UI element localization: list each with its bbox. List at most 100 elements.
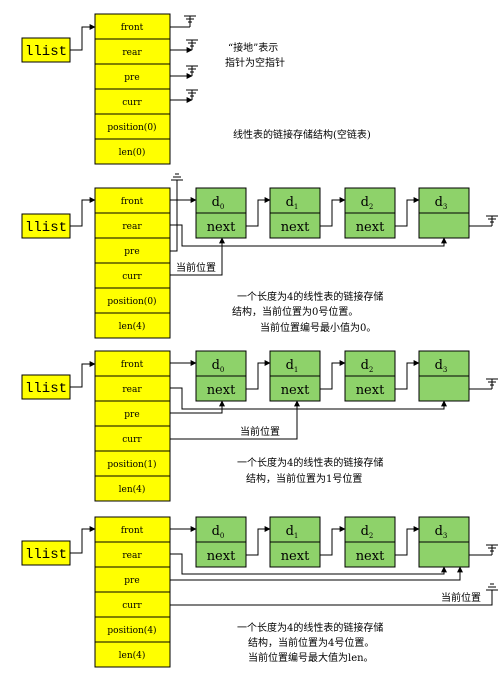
node-d0: d0 next xyxy=(195,516,247,568)
cell-len xyxy=(94,138,171,165)
node-d1: d1 next xyxy=(269,187,321,239)
node-d3: d3 xyxy=(418,187,470,239)
cell-position xyxy=(94,616,171,643)
node-d2: d2 next xyxy=(344,516,396,568)
llist-pointer xyxy=(70,361,96,388)
cell-len xyxy=(94,312,171,339)
pre-label: pre xyxy=(124,576,139,586)
cell-position xyxy=(94,287,171,314)
llist-box xyxy=(21,37,71,63)
null-pointer-curr xyxy=(170,89,198,103)
len-label: len(0) xyxy=(119,147,146,158)
section-position-4: llist front rear pre curr position(4) le… xyxy=(21,516,498,668)
next-link xyxy=(246,526,271,556)
svg-text:next: next xyxy=(207,383,236,398)
svg-text:next: next xyxy=(356,549,385,564)
null-pointer-pre xyxy=(170,65,198,79)
null-pointer-tail xyxy=(469,215,498,227)
current-position-label: 当前位置 xyxy=(176,261,216,274)
svg-text:next: next xyxy=(281,549,310,564)
rear-label: rear xyxy=(122,385,142,395)
null-pointer-tail xyxy=(469,378,498,390)
next-link xyxy=(395,360,420,390)
svg-text:next: next xyxy=(281,383,310,398)
curr-label: curr xyxy=(122,601,142,611)
cell-rear xyxy=(94,212,171,239)
svg-text:d0: d0 xyxy=(212,524,225,540)
llist-box xyxy=(21,213,71,239)
rear-label: rear xyxy=(122,48,142,58)
section-position-0: llist front rear pre curr position(0) le… xyxy=(21,173,498,339)
curr-label: curr xyxy=(122,435,142,445)
position-label: position(0) xyxy=(107,122,156,133)
rear-pointer xyxy=(170,553,447,575)
svg-text:d2: d2 xyxy=(361,195,374,211)
caption-line: 结构，当前位置为4号位置。 xyxy=(248,636,374,649)
caption-line: 一个长度为4的线性表的链接存储 xyxy=(237,290,383,303)
cell-pre xyxy=(94,237,171,264)
cell-position xyxy=(94,113,171,140)
node-d0: d0 next xyxy=(195,187,247,239)
llist-label: llist xyxy=(25,220,67,236)
cell-len xyxy=(94,475,171,502)
svg-text:d3: d3 xyxy=(435,524,448,540)
rear-label: rear xyxy=(122,222,142,232)
ground-note-line1: “接地”表示 xyxy=(228,41,278,54)
llist-pointer xyxy=(70,24,96,51)
svg-text:d1: d1 xyxy=(286,524,299,540)
next-link xyxy=(320,360,346,390)
ground-note-line2: 指针为空指针 xyxy=(225,56,285,69)
llist-label: llist xyxy=(25,547,67,563)
pre-label: pre xyxy=(124,247,139,257)
null-pointer-rear xyxy=(170,39,198,53)
node-d1: d1 next xyxy=(269,350,321,402)
node-d0: d0 next xyxy=(195,350,247,402)
section-empty-list: llist front rear pre curr position(0) le… xyxy=(21,13,371,165)
curr-pointer xyxy=(170,400,300,440)
section-position-1: llist front rear pre curr position(1) le… xyxy=(21,350,498,502)
llist-pointer xyxy=(70,197,96,227)
svg-text:d0: d0 xyxy=(212,358,225,374)
llist-label: llist xyxy=(25,44,67,60)
cell-len xyxy=(94,641,171,668)
len-label: len(4) xyxy=(119,321,146,332)
caption-empty-list: 线性表的链接存储结构(空链表) xyxy=(233,128,371,141)
null-pointer-pre xyxy=(170,173,183,252)
svg-text:d3: d3 xyxy=(435,358,448,374)
pre-pointer xyxy=(170,566,463,581)
svg-text:next: next xyxy=(207,549,236,564)
node-d2: d2 next xyxy=(344,187,396,239)
node-d3: d3 xyxy=(418,350,470,402)
pre-label: pre xyxy=(124,410,139,420)
next-link xyxy=(320,526,346,556)
caption-line: 结构，当前位置为0号位置。 xyxy=(232,305,358,318)
rear-label: rear xyxy=(122,551,142,561)
null-pointer-curr xyxy=(170,583,498,606)
next-link xyxy=(395,197,420,227)
svg-text:next: next xyxy=(356,383,385,398)
position-label: position(0) xyxy=(107,296,156,307)
next-link xyxy=(320,197,346,227)
svg-text:next: next xyxy=(281,220,310,235)
node-d3: d3 xyxy=(418,516,470,568)
svg-text:d2: d2 xyxy=(361,358,374,374)
pre-pointer xyxy=(170,400,225,414)
next-link xyxy=(246,360,271,390)
null-pointer-front xyxy=(170,15,196,28)
svg-text:d0: d0 xyxy=(212,195,225,211)
llist-pointer xyxy=(70,526,96,554)
front-label: front xyxy=(121,197,144,207)
caption-line: 一个长度为4的线性表的链接存储 xyxy=(237,456,383,469)
node-d1: d1 next xyxy=(269,516,321,568)
caption-line: 当前位置编号最大值为len。 xyxy=(248,651,374,664)
llist-box xyxy=(21,540,71,566)
cell-curr xyxy=(94,591,171,618)
front-label: front xyxy=(121,360,144,370)
svg-text:d1: d1 xyxy=(286,358,299,374)
caption-line: 结构，当前位置为1号位置 xyxy=(246,472,362,485)
rear-pointer xyxy=(170,387,447,410)
caption-line: 当前位置编号最小值为0。 xyxy=(260,321,376,334)
node-d2: d2 next xyxy=(344,350,396,402)
curr-pointer xyxy=(170,263,223,276)
